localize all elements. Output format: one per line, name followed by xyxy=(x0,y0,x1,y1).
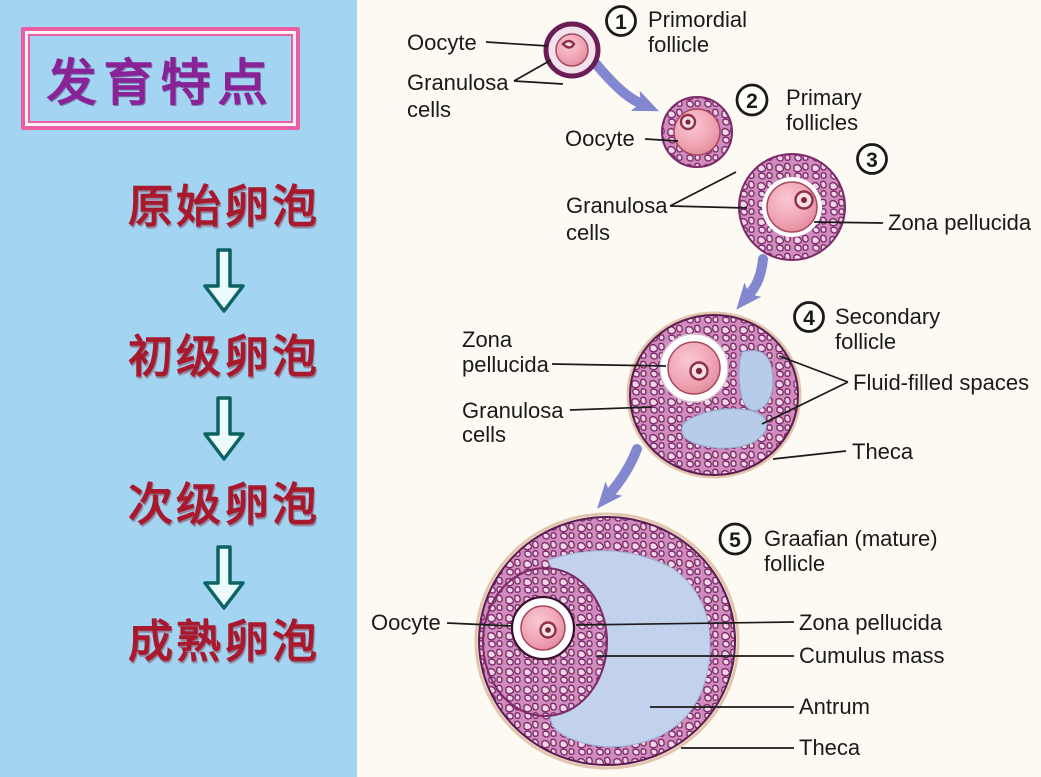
pointer-line xyxy=(761,355,849,425)
stage-5-number-badge xyxy=(718,522,752,556)
title-box: 发育特点 xyxy=(21,27,300,130)
flow-item-primordial: 原始卵泡 xyxy=(127,181,321,232)
label-cumulus: Cumulus mass xyxy=(799,643,944,668)
label-granulosa-4b: cells xyxy=(462,422,506,447)
stage-4-number-badge xyxy=(793,301,825,333)
stage-1-number-badge xyxy=(605,5,637,37)
primordial-oocyte xyxy=(555,33,589,67)
stage-2-name-line2: follicles xyxy=(786,110,858,135)
label-zona-4b: pellucida xyxy=(462,352,550,377)
stage-3-number: 3 xyxy=(866,149,878,172)
label-fluid-spaces: Fluid-filled spaces xyxy=(853,370,1029,395)
flow-down-arrow-icon xyxy=(203,248,245,313)
page-title: 发育特点 xyxy=(46,54,275,111)
pointer-line xyxy=(446,622,513,627)
primordial-nucleus xyxy=(561,39,576,49)
stage-5-name-line2: follicle xyxy=(764,551,825,576)
follicle-development-diagram: Oocyte Granulosa cells 1 Primordial foll… xyxy=(357,0,1041,777)
label-zona-3: Zona pellucida xyxy=(888,210,1032,235)
pointer-line xyxy=(551,363,667,367)
label-granulosa-23a: Granulosa xyxy=(566,193,668,218)
stage-3-number-badge xyxy=(856,143,888,175)
label-granulosa-1b: cells xyxy=(407,97,451,122)
label-oocyte-2: Oocyte xyxy=(565,126,635,151)
pointer-line xyxy=(575,621,795,626)
stage-3-follicle xyxy=(738,153,846,261)
pointer-line xyxy=(485,41,549,47)
stage-1-primordial-follicle xyxy=(543,21,601,79)
label-zona-4a: Zona xyxy=(462,327,513,352)
label-granulosa-1a: Granulosa xyxy=(407,70,509,95)
title-box-inner: 发育特点 xyxy=(28,34,293,123)
stage-2-number: 2 xyxy=(746,90,758,113)
left-panel: 发育特点 原始卵泡 初级卵泡 次级卵泡 成熟卵泡 xyxy=(0,0,357,777)
stage4-nucleolus xyxy=(695,367,703,375)
flow-item-primary: 初级卵泡 xyxy=(127,331,321,382)
stage-4-number: 4 xyxy=(803,307,815,330)
pointer-line xyxy=(569,406,653,411)
flow-item-secondary: 次级卵泡 xyxy=(127,479,321,530)
stage-1-name-line2: follicle xyxy=(648,32,709,57)
stage-2-primary-follicle xyxy=(661,96,733,168)
primary-nucleolus xyxy=(685,119,691,125)
stage-1-name-line1: Primordial xyxy=(648,7,747,32)
transition-arrow-4-5-icon xyxy=(597,444,642,509)
stage4-fluid-space xyxy=(681,408,768,449)
flow-down-arrow-icon xyxy=(203,396,245,461)
pointer-line xyxy=(772,450,847,460)
stage-5-graafian-follicle xyxy=(474,512,740,770)
stage5-nucleolus xyxy=(545,627,551,633)
pointer-line xyxy=(644,138,679,142)
pointer-line xyxy=(669,171,748,209)
label-zona-5: Zona pellucida xyxy=(799,610,943,635)
label-oocyte-1: Oocyte xyxy=(407,30,477,55)
label-granulosa-23b: cells xyxy=(566,220,610,245)
label-granulosa-4a: Granulosa xyxy=(462,398,564,423)
flow-item-mature: 成熟卵泡 xyxy=(127,616,321,667)
transition-arrow-3-4-icon xyxy=(736,254,768,310)
label-theca-4: Theca xyxy=(852,439,914,464)
pointer-line xyxy=(513,59,564,85)
transition-arrow-1-2-icon xyxy=(591,59,660,112)
stage-2-name-line1: Primary xyxy=(786,85,862,110)
stage-4-name-line2: follicle xyxy=(835,329,896,354)
stage4-theca-outer xyxy=(626,311,802,479)
primary-oocyte xyxy=(673,108,721,156)
flow-down-arrow-icon xyxy=(203,545,245,610)
stage-4-secondary-follicle xyxy=(626,311,802,479)
stage4-fluid-space xyxy=(738,350,774,411)
label-theca-5: Theca xyxy=(799,735,861,760)
stage-1-number: 1 xyxy=(615,11,627,34)
label-antrum: Antrum xyxy=(799,694,870,719)
stage5-theca-outer xyxy=(474,512,740,770)
stage-5-name-line1: Graafian (mature) xyxy=(764,526,938,551)
stage3-nucleolus xyxy=(801,197,807,203)
pointer-line xyxy=(813,221,884,224)
stage-4-name-line1: Secondary xyxy=(835,304,940,329)
stage-2-number-badge xyxy=(735,83,769,117)
label-oocyte-5: Oocyte xyxy=(371,610,441,635)
stage-5-number: 5 xyxy=(729,529,741,552)
